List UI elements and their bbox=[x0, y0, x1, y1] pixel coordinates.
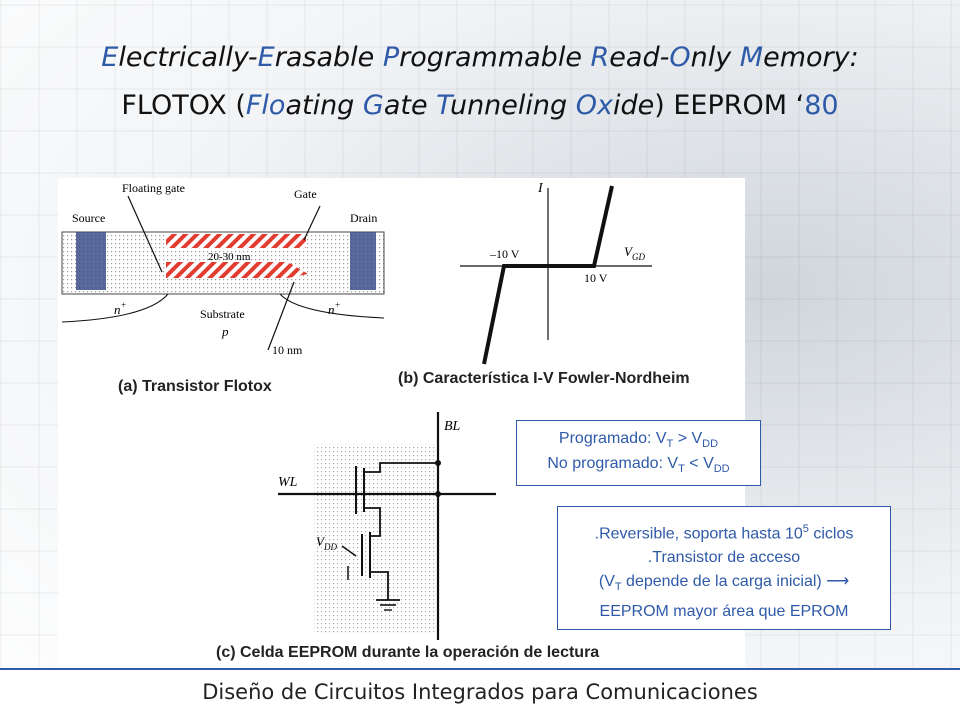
title1-segment: M bbox=[739, 42, 764, 73]
label-plus-10v: 10 V bbox=[584, 271, 608, 285]
vt-prog-b: > V bbox=[673, 430, 703, 447]
title1-segment: rasable bbox=[274, 42, 383, 73]
title2-segment: 80 bbox=[804, 90, 839, 121]
vt-nprog-sub2: DD bbox=[713, 463, 730, 476]
title1-segment: E bbox=[257, 42, 275, 73]
label-source: Source bbox=[72, 211, 105, 225]
title2-segment: G bbox=[362, 90, 384, 121]
vt-nprog-a: No programado: V bbox=[547, 455, 679, 473]
note1-a: .Reversible, soporta hasta 10 bbox=[594, 525, 803, 543]
label-gate: Gate bbox=[294, 187, 317, 201]
note-access-transistor: .Transistor de acceso bbox=[647, 549, 801, 567]
title2-segment: T bbox=[436, 90, 450, 121]
title1-segment: P bbox=[382, 42, 400, 73]
label-current: I bbox=[537, 181, 544, 196]
label-substrate: Substrate bbox=[200, 307, 245, 321]
note-area: EEPROM mayor área que EPROM bbox=[599, 602, 849, 620]
note-reversible: .Reversible, soporta hasta 105 ciclos bbox=[558, 517, 890, 546]
title2-segment: ating bbox=[285, 90, 363, 121]
label-floating-gate: Floating gate bbox=[122, 181, 185, 195]
eeprom-cell-schematic: BL WL VDD bbox=[278, 412, 496, 640]
fowler-nordheim-plot: I VGD –10 V 10 V bbox=[460, 181, 652, 365]
programmed-line: Programado: VT > VDD bbox=[517, 429, 760, 454]
title1-segment: lectrically- bbox=[118, 42, 258, 73]
caption-a: (a) Transistor Flotox bbox=[118, 378, 272, 395]
label-minus-10v: –10 V bbox=[489, 247, 520, 261]
label-wl: WL bbox=[278, 475, 298, 490]
title2-segment: unneling bbox=[449, 90, 576, 121]
vt-nprog-sub: T bbox=[678, 463, 685, 476]
title2-segment: Flo bbox=[245, 90, 286, 121]
notes-box: .Reversible, soporta hasta 105 ciclos .T… bbox=[557, 506, 891, 630]
footer-text: Diseño de Circuitos Integrados para Comu… bbox=[202, 680, 758, 704]
vt-nprog-b: < V bbox=[684, 455, 714, 473]
title2-segment: ) EEPROM ‘ bbox=[654, 90, 805, 121]
title1-segment: E bbox=[101, 42, 119, 73]
threshold-voltage-box: Programado: VT > VDD No programado: VT <… bbox=[516, 420, 761, 486]
note3-a: (V bbox=[598, 573, 615, 591]
vt-prog-a: Programado: V bbox=[558, 430, 667, 447]
title1-segment: R bbox=[590, 42, 610, 73]
vt-prog-sub2: DD bbox=[702, 438, 719, 451]
footer-bar: Diseño de Circuitos Integrados para Comu… bbox=[0, 668, 960, 722]
not-programmed-line: No programado: VT < VDD bbox=[517, 454, 760, 479]
label-vgd: VGD bbox=[624, 244, 645, 262]
control-gate bbox=[166, 234, 306, 248]
label-n-left: n+ bbox=[114, 300, 127, 317]
note3-sub: T bbox=[614, 581, 622, 594]
iv-characteristic-figure: I VGD –10 V 10 V bbox=[388, 178, 745, 400]
title1-segment: rogrammable bbox=[399, 42, 591, 73]
title2-segment: ate bbox=[383, 90, 437, 121]
title1-segment: ead- bbox=[609, 42, 670, 73]
flotox-diagram: Floating gate Gate Source Drain 20-30 nm… bbox=[61, 181, 385, 357]
title2-segment: ide bbox=[612, 90, 655, 121]
label-n-right: n+ bbox=[328, 300, 341, 317]
title2-segment: Ox bbox=[575, 90, 613, 121]
flotox-transistor-figure: Floating gate Gate Source Drain 20-30 nm… bbox=[58, 178, 388, 400]
note-vt-depends: (VT depende de la carga inicial) ⟶ bbox=[558, 570, 890, 599]
label-drain: Drain bbox=[350, 211, 377, 225]
title2-segment: FLOTOX ( bbox=[121, 90, 246, 121]
label-vdd: VDD bbox=[316, 534, 337, 552]
slide-title-line1: Electrically-Erasable Programmable Read-… bbox=[0, 42, 960, 73]
title1-segment: O bbox=[669, 42, 691, 73]
label-tunnel-oxide: 10 nm bbox=[272, 343, 303, 357]
note1-b: ciclos bbox=[808, 525, 854, 543]
floating-gate bbox=[166, 262, 308, 278]
caption-b: (b) Característica I-V Fowler-Nordheim bbox=[398, 370, 690, 387]
slide-title-line2: FLOTOX (Floating Gate Tunneling Oxide) E… bbox=[0, 90, 960, 121]
label-bl: BL bbox=[444, 419, 461, 434]
caption-c: (c) Celda EEPROM durante la operación de… bbox=[216, 644, 600, 661]
iv-curve bbox=[482, 185, 614, 365]
title1-segment: nly bbox=[690, 42, 740, 73]
label-oxide-thickness: 20-30 nm bbox=[208, 251, 251, 263]
note3-b: depende de la carga inicial) ⟶ bbox=[621, 573, 850, 591]
note1-sup: 5 bbox=[802, 523, 809, 535]
label-p: p bbox=[221, 324, 229, 339]
title1-segment: emory: bbox=[763, 42, 859, 73]
vt-prog-sub: T bbox=[666, 438, 674, 451]
